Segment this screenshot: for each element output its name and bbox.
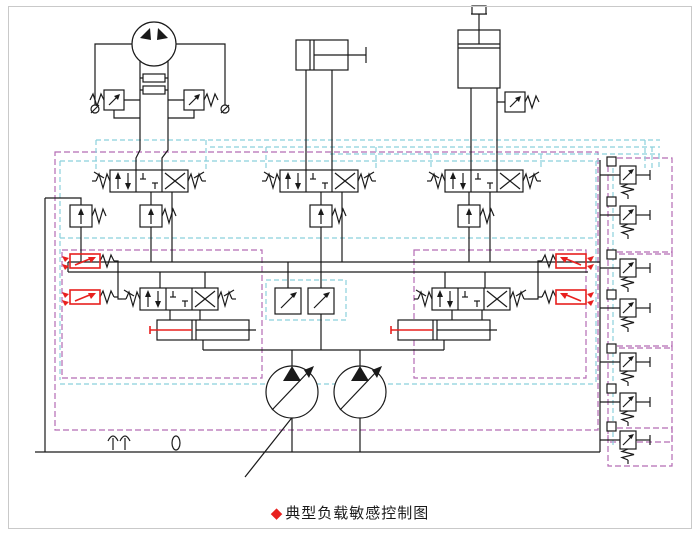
right-pilot-enclosure <box>413 249 587 379</box>
outer-enclosure <box>54 151 599 431</box>
cartridge-enclosure-2 <box>607 251 673 349</box>
directional-valve-1 <box>91 169 207 193</box>
directional-valve-3 <box>426 169 542 193</box>
directional-valve-2 <box>261 169 377 193</box>
cartridge-enclosure-3 <box>607 345 673 443</box>
relief-spring <box>524 94 540 110</box>
pilot-valve-assemblies <box>61 253 595 315</box>
caption-text: 典型负载敏感控制图 <box>285 506 430 522</box>
caption-bullet: ◆ <box>270 506 284 522</box>
variable-pump-2 <box>333 365 387 419</box>
relief-valve-left <box>103 89 125 111</box>
mid-block-pilot-box <box>265 279 347 321</box>
pressure-compensator-2 <box>139 204 177 228</box>
cylinder-middle <box>295 39 367 170</box>
diagram-svg <box>35 5 673 478</box>
cartridge-enclosure-1 <box>607 157 673 255</box>
cylinder-right <box>457 5 540 170</box>
pressure-compensator-1 <box>69 204 107 228</box>
solenoid-pilot-red-2 <box>61 289 115 307</box>
cartridge-enclosure-4 <box>607 427 673 467</box>
pressure-compensator-4 <box>457 204 495 228</box>
ls-rails <box>67 261 600 288</box>
enclosure-boxes-magenta <box>54 151 673 467</box>
directional-valves <box>91 169 542 193</box>
compensator-row <box>45 192 495 262</box>
servo-cylinders <box>149 310 497 341</box>
pilot-lines-cyan <box>59 139 660 448</box>
relief-valve-cylinder <box>504 91 526 113</box>
relief-valve-right <box>183 89 205 111</box>
hydraulic-motor <box>131 21 177 67</box>
caption: ◆典型负载敏感控制图 <box>0 502 700 523</box>
proportional-pilot-valve-left <box>121 287 237 311</box>
tank-and-frame-lines <box>35 160 601 453</box>
crossover-orifice-1 <box>142 73 166 83</box>
left-pilot-enclosure <box>61 249 263 379</box>
pressure-compensator-3 <box>309 204 347 228</box>
variable-pump-1 <box>265 365 319 419</box>
relief-spring-right <box>203 92 219 108</box>
pump-circuit <box>202 314 445 478</box>
proportional-pilot-valve-right <box>413 287 529 311</box>
breather <box>107 435 131 451</box>
motor-circuit <box>89 21 230 170</box>
rod-end-cap <box>471 5 487 15</box>
plug <box>171 435 181 451</box>
relief-spring-left <box>89 92 105 108</box>
solenoid-pilot-red-4 <box>541 289 595 307</box>
crossover-orifice-2 <box>142 85 166 95</box>
bottom-accessories <box>107 435 181 451</box>
